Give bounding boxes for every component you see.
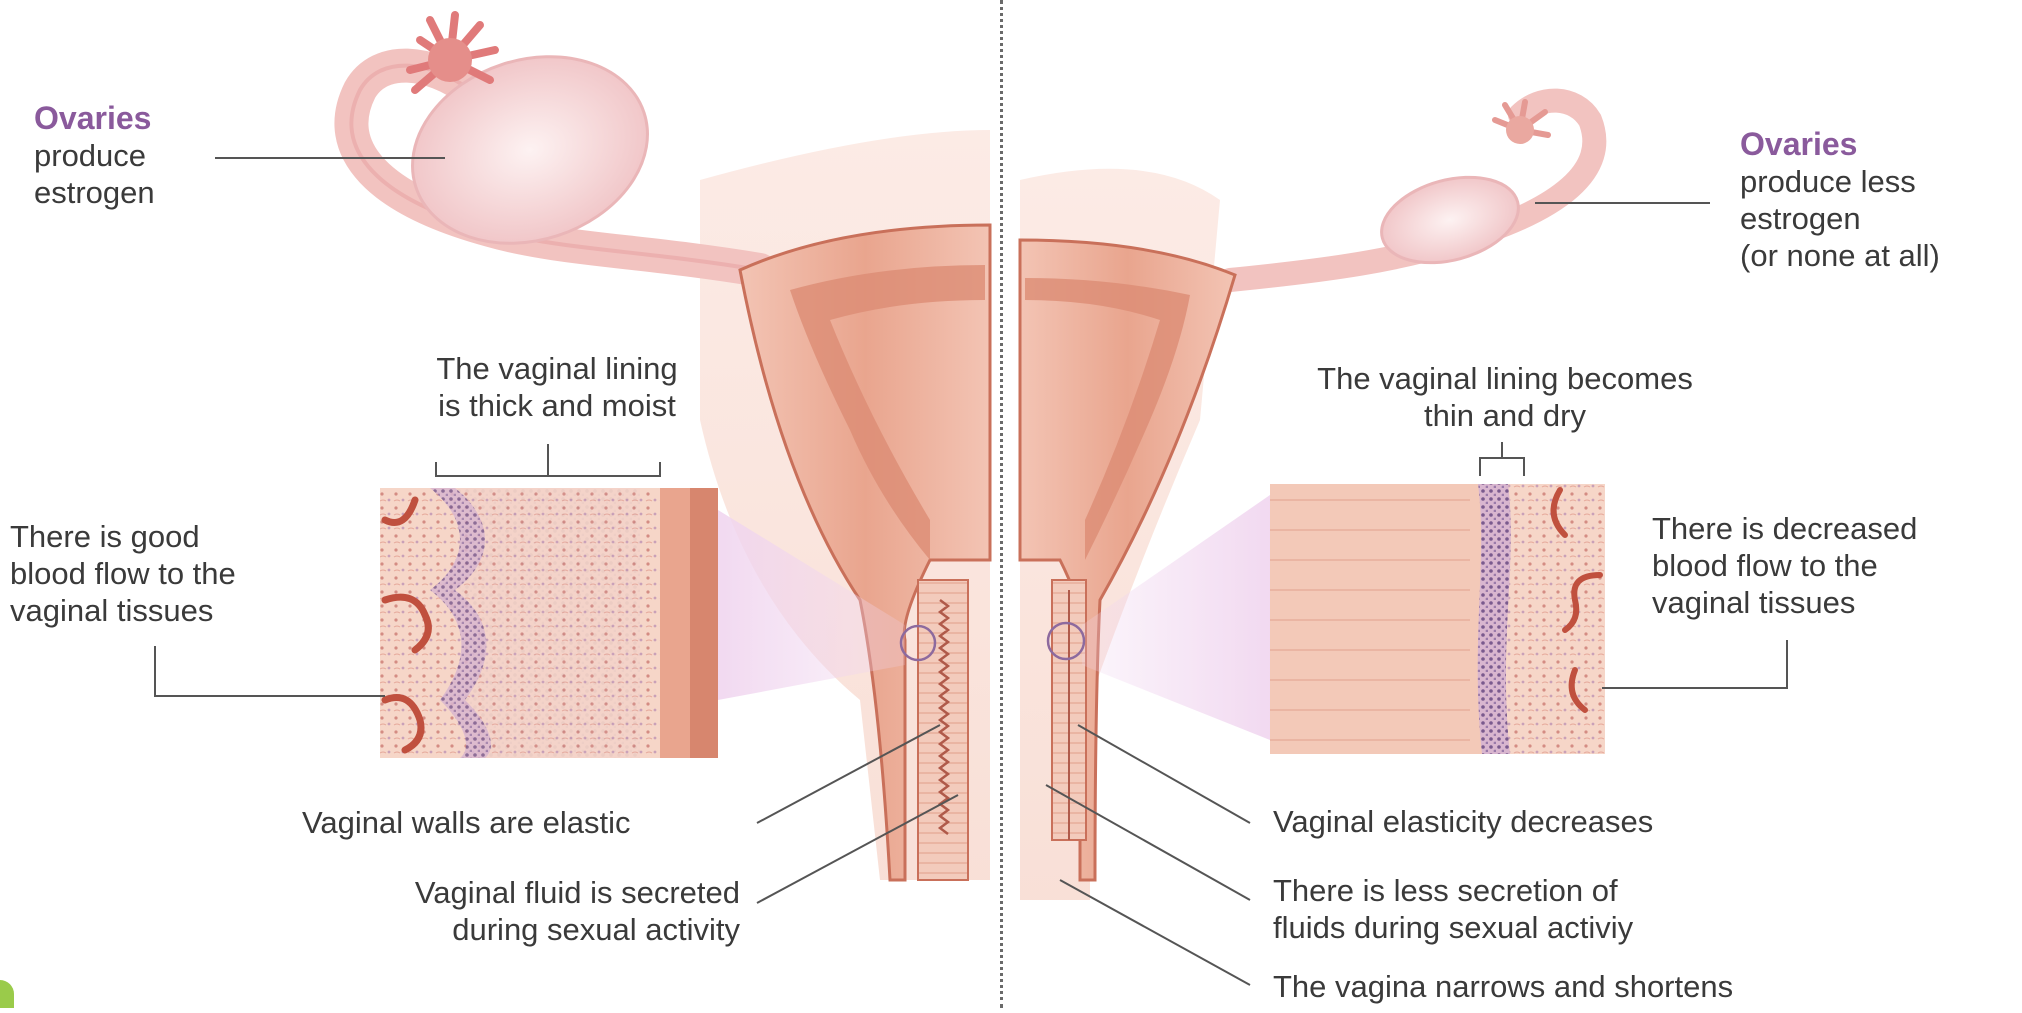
right-lining-line: The vaginal lining becomes [1250, 360, 1760, 397]
right-tissue-inset [1270, 484, 1605, 754]
right-blood-line: There is decreased [1652, 510, 1917, 547]
left-walls-label: Vaginal walls are elastic [302, 804, 631, 841]
left-ovaries-label: Ovaries produce estrogen [34, 100, 155, 211]
right-lining-line: thin and dry [1250, 397, 1760, 434]
left-blood-line: vaginal tissues [10, 592, 236, 629]
left-fluid-line: during sexual activity [415, 911, 740, 948]
right-elasticity-label: Vaginal elasticity decreases [1273, 803, 1653, 840]
right-lining-label: The vaginal lining becomes thin and dry [1250, 360, 1760, 434]
right-narrow-label: The vagina narrows and shortens [1273, 968, 1733, 1005]
left-fluid-label: Vaginal fluid is secreted during sexual … [415, 874, 740, 948]
center-divider [1000, 0, 1003, 1008]
right-secretion-label: There is less secretion of fluids during… [1273, 872, 1633, 946]
left-fluid-line: Vaginal fluid is secreted [415, 874, 740, 911]
right-ovaries-line: (or none at all) [1740, 237, 1940, 274]
right-blood-label: There is decreased blood flow to the vag… [1652, 510, 1917, 621]
left-blood-line: There is good [10, 518, 236, 555]
right-blood-line: blood flow to the [1652, 547, 1917, 584]
right-secretion-line: There is less secretion of [1273, 872, 1633, 909]
left-anatomy [155, 15, 990, 903]
left-tissue-inset [380, 488, 718, 758]
right-blood-line: vaginal tissues [1652, 584, 1917, 621]
left-blood-line: blood flow to the [10, 555, 236, 592]
right-ovaries-line: produce less [1740, 163, 1940, 200]
left-lining-line: is thick and moist [382, 387, 732, 424]
right-ovaries-title: Ovaries [1740, 126, 1940, 163]
right-ovaries-line: estrogen [1740, 200, 1940, 237]
left-lining-line: The vaginal lining [382, 350, 732, 387]
right-secretion-line: fluids during sexual activiy [1273, 909, 1633, 946]
right-ovaries-label: Ovaries produce less estrogen (or none a… [1740, 126, 1940, 274]
left-blood-label: There is good blood flow to the vaginal … [10, 518, 236, 629]
left-ovaries-title: Ovaries [34, 100, 155, 137]
left-lining-label: The vaginal lining is thick and moist [382, 350, 732, 424]
left-ovaries-line: estrogen [34, 174, 155, 211]
left-ovaries-line: produce [34, 137, 155, 174]
